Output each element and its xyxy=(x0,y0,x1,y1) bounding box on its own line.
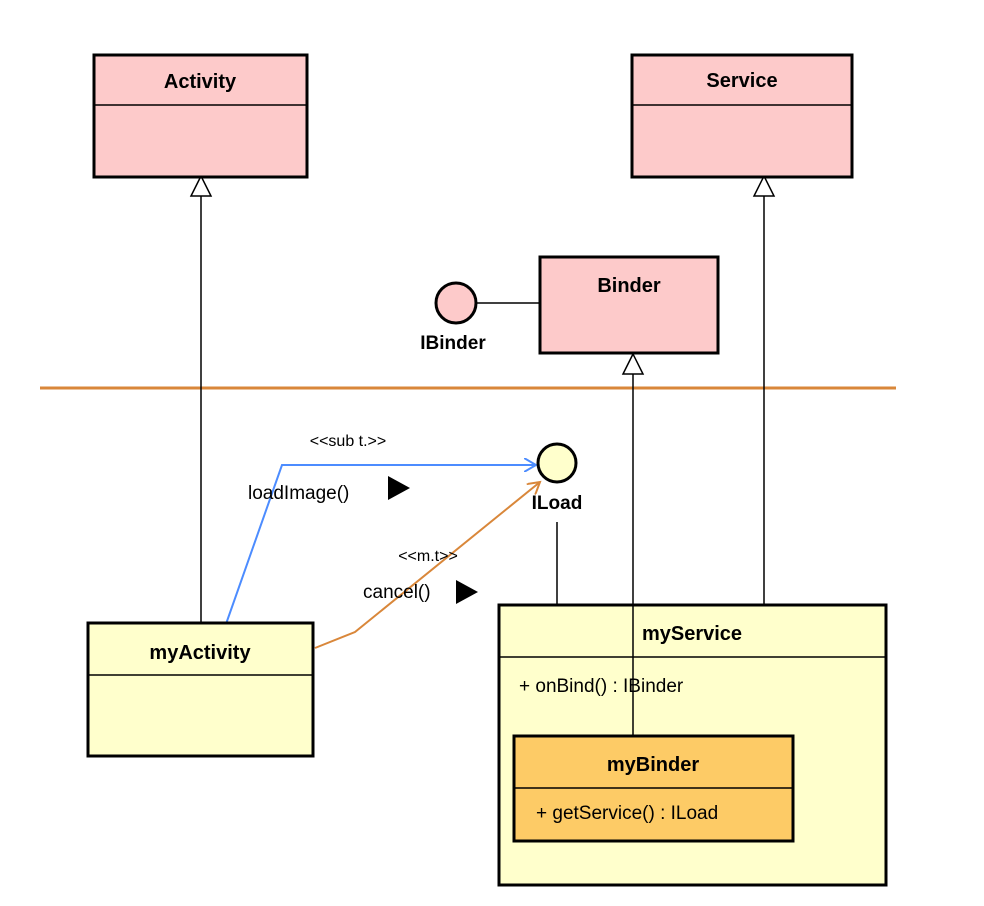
message-link-load xyxy=(225,465,536,625)
interface-iload-label: ILoad xyxy=(532,493,583,514)
message-link-cancel xyxy=(314,482,540,649)
class-service[interactable]: Service xyxy=(630,53,854,179)
message-cancel-label: cancel() xyxy=(363,582,431,603)
interface-ibinder-label: IBinder xyxy=(420,333,486,354)
class-myactivity-title: myActivity xyxy=(149,642,251,664)
message-load-direction-icon xyxy=(388,476,410,500)
class-myservice-title: myService xyxy=(642,623,742,645)
generalization-myservice-service xyxy=(752,174,776,605)
message-cancel-stereotype: <<m.t>> xyxy=(398,548,458,565)
class-activity[interactable]: Activity xyxy=(92,53,309,179)
interface-ibinder[interactable]: IBinder xyxy=(420,281,486,354)
class-mybinder-title: myBinder xyxy=(607,754,699,776)
class-binder[interactable]: Binder xyxy=(538,255,720,355)
message-load-stereotype: <<sub t.>> xyxy=(310,433,387,450)
class-myactivity[interactable]: myActivity xyxy=(86,621,315,758)
message-load-label: loadImage() xyxy=(248,483,349,504)
class-activity-title: Activity xyxy=(164,71,237,93)
interface-ibinder-icon xyxy=(434,281,478,325)
class-mybinder-member: + getService() : ILoad xyxy=(536,803,718,824)
class-mybinder[interactable]: myBinder + getService() : ILoad xyxy=(512,734,795,843)
generalization-myactivity-activity xyxy=(189,174,213,622)
class-myservice-member: + onBind() : IBinder xyxy=(519,676,684,697)
class-binder-title: Binder xyxy=(597,275,661,297)
interface-iload[interactable]: ILoad xyxy=(532,442,583,514)
interface-iload-icon xyxy=(536,442,578,484)
message-cancel-direction-icon xyxy=(456,580,478,604)
class-service-title: Service xyxy=(706,70,777,92)
